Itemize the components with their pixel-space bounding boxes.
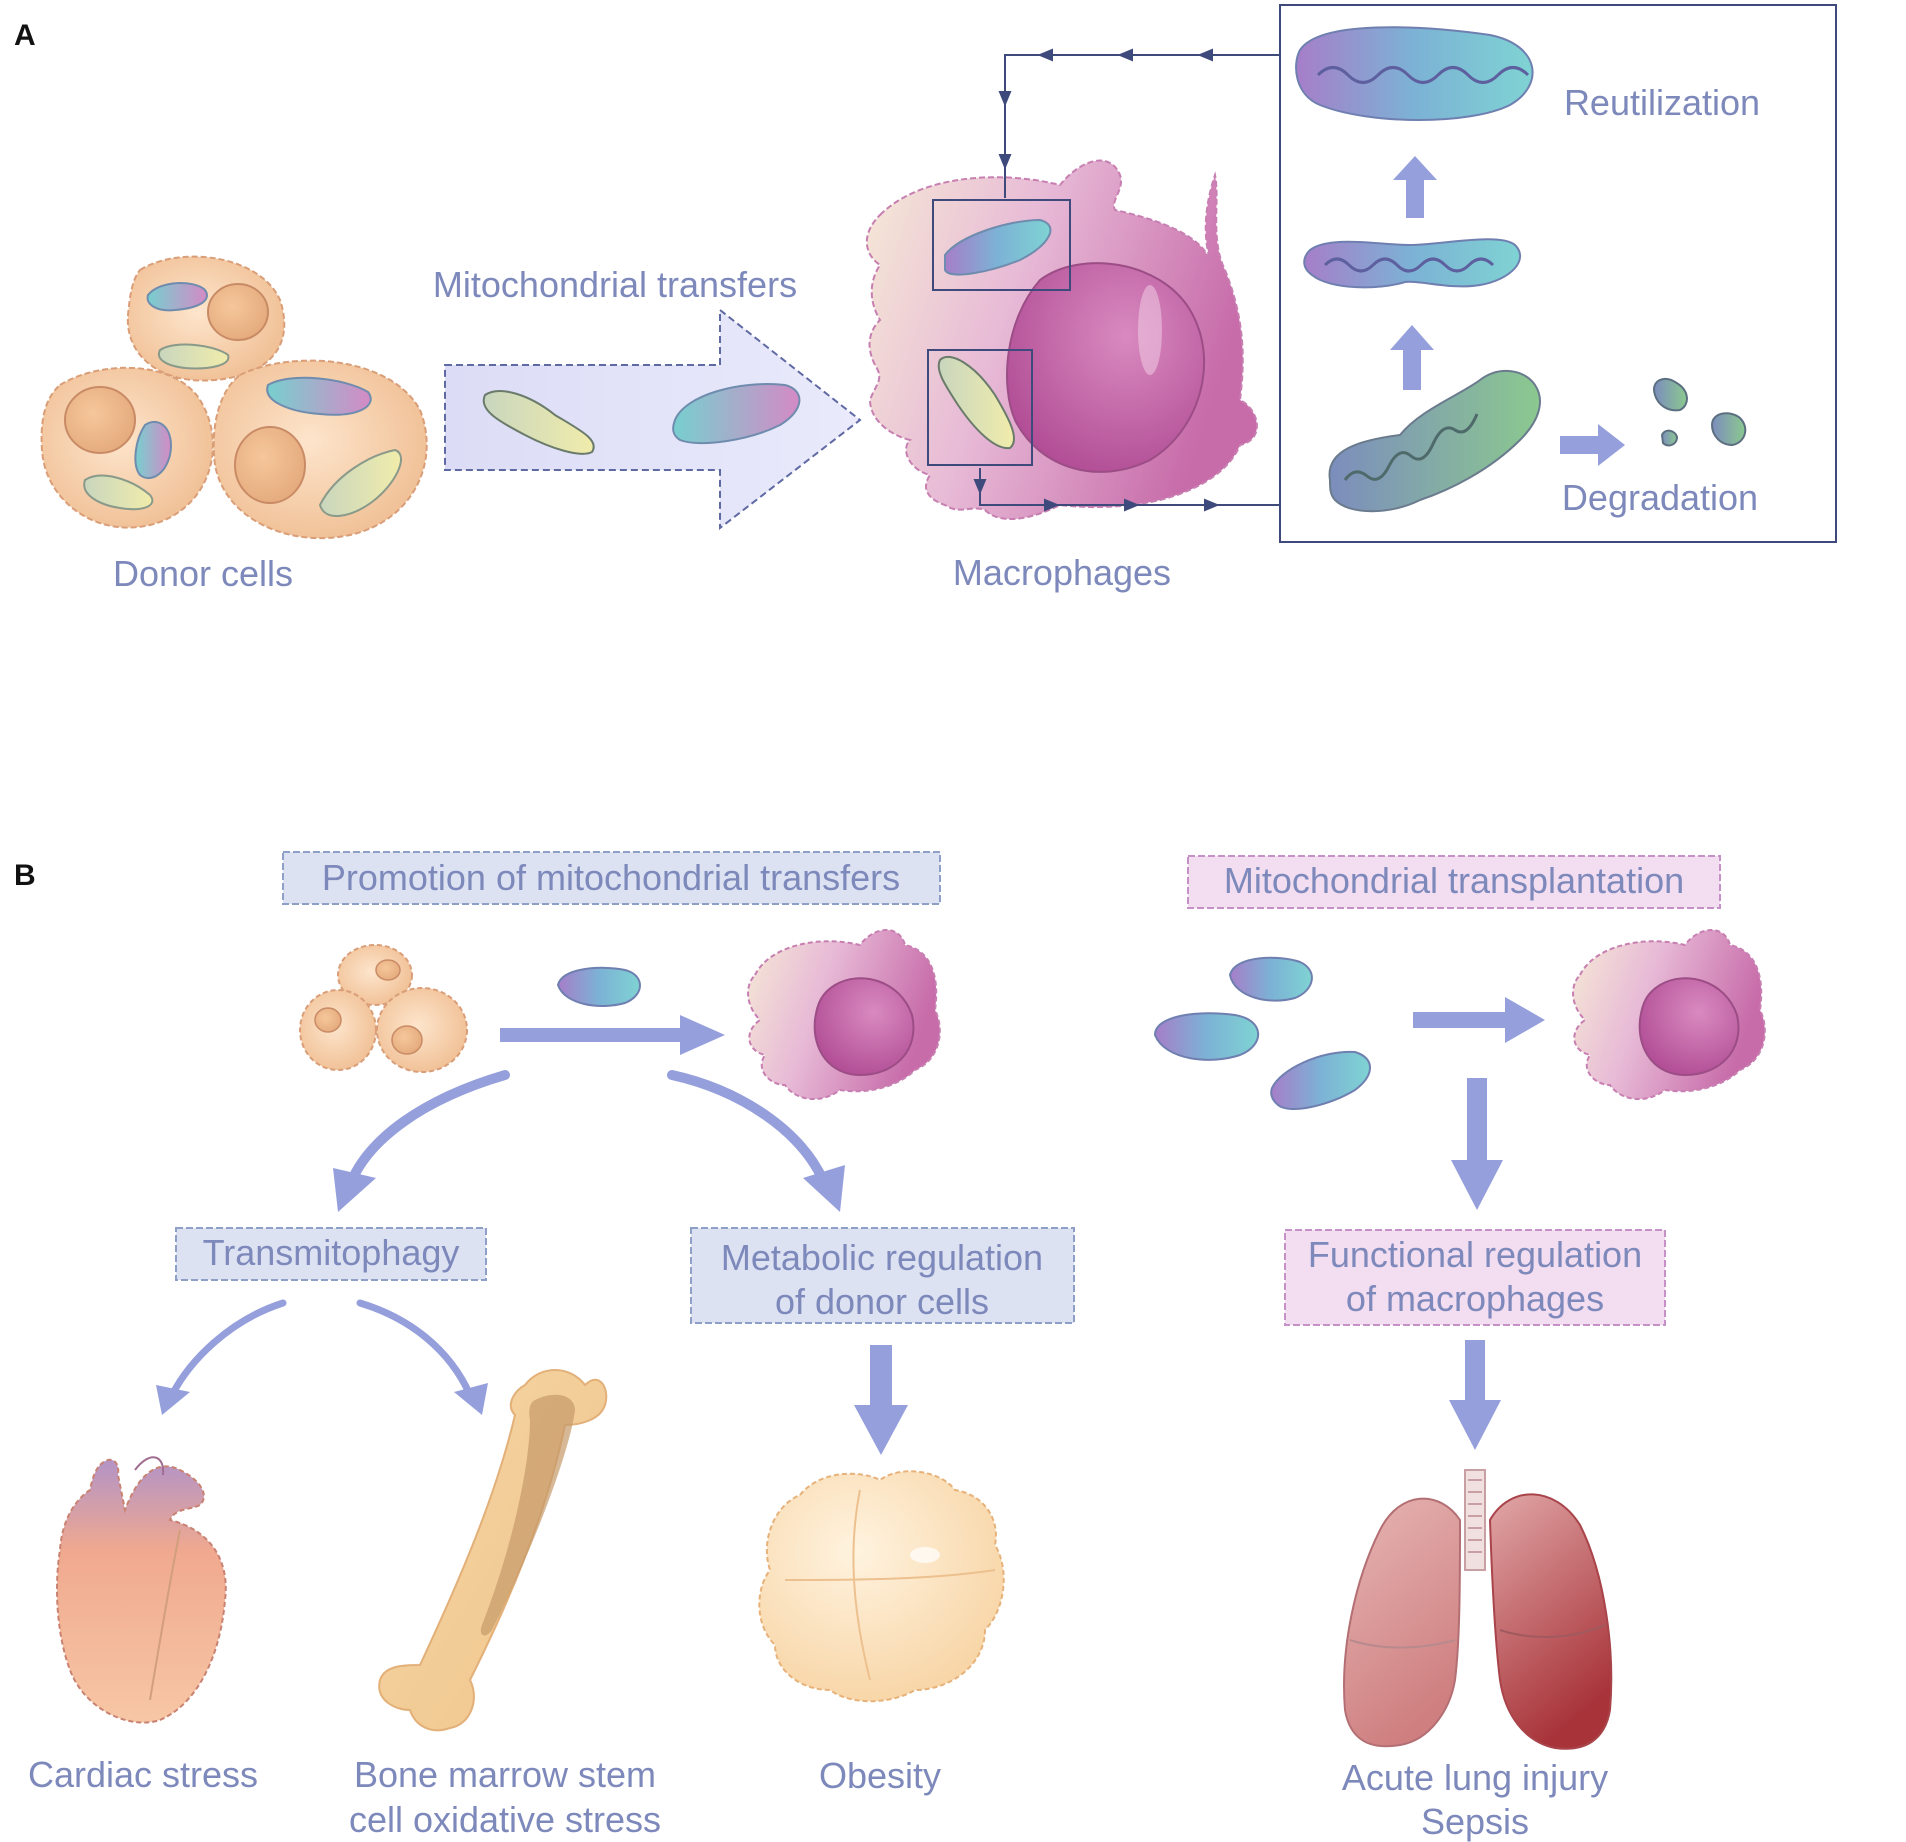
free-mitochondria-icons (1153, 956, 1371, 1111)
transfer-arrow (444, 307, 862, 531)
lungs-illustration (1343, 1469, 1613, 1750)
macrophage-illustration (865, 159, 1258, 521)
obesity-label: Obesity (819, 1755, 941, 1796)
degradation-label: Degradation (1562, 477, 1758, 518)
transplantation-title: Mitochondrial transplantation (1224, 860, 1684, 901)
arrowhead-metabolic (803, 1165, 845, 1212)
arrowhead-cardiac (156, 1385, 190, 1415)
transmitophagy-label: Transmitophagy (203, 1232, 460, 1273)
arrow-to-obesity (854, 1345, 908, 1455)
promotion-title-box (282, 851, 941, 905)
arrow-cells-to-macrophage (500, 1015, 725, 1055)
macrophage-small-icon-left (747, 929, 941, 1101)
arrow-to-lungs (1449, 1340, 1501, 1450)
mitochondrial-fate-box (1279, 4, 1837, 543)
donor-cells-small-icon (299, 944, 468, 1073)
metabolic-regulation-line2: of donor cells (775, 1281, 989, 1322)
recycle-connector-lines (973, 48, 1280, 512)
donor-cells-label: Donor cells (113, 553, 293, 594)
heart-illustration (56, 1456, 227, 1724)
transmitophagy-box (175, 1227, 487, 1281)
metabolic-regulation-line1: Metabolic regulation (721, 1237, 1043, 1278)
functional-regulation-line1: Functional regulation (1308, 1234, 1642, 1275)
small-mitochondrion-icon (556, 966, 641, 1007)
donor-cells-illustration (40, 255, 428, 540)
bone-illustration (378, 1369, 608, 1732)
mitochondrial-transfers-label: Mitochondrial transfers (433, 264, 797, 305)
curved-arrows-promotion (168, 1070, 828, 1399)
panel-b-letter: B (14, 859, 36, 892)
macrophage-small-icon-right (1572, 929, 1766, 1101)
arrowhead-transmitophagy (333, 1168, 376, 1212)
promotion-title: Promotion of mitochondrial transfers (322, 857, 900, 898)
lung-label-line2: Sepsis (1421, 1801, 1529, 1842)
panel-a-letter: A (14, 19, 36, 52)
lung-label-line1: Acute lung injury (1342, 1757, 1608, 1798)
adipocyte-cluster-illustration (758, 1470, 1005, 1703)
metabolic-regulation-box (690, 1227, 1075, 1324)
arrowhead-bone (454, 1383, 488, 1415)
arrow-mito-to-macrophage (1413, 997, 1545, 1043)
bone-label-line1: Bone marrow stem (354, 1754, 656, 1795)
cardiac-stress-label: Cardiac stress (28, 1754, 258, 1795)
functional-regulation-line2: of macrophages (1346, 1278, 1604, 1319)
reutilization-label: Reutilization (1564, 82, 1760, 123)
functional-regulation-box (1284, 1229, 1666, 1326)
bone-label-line2: cell oxidative stress (349, 1799, 661, 1840)
macrophages-label: Macrophages (953, 552, 1171, 593)
arrow-to-functional-regulation (1451, 1078, 1503, 1210)
transplantation-title-box (1187, 855, 1721, 909)
